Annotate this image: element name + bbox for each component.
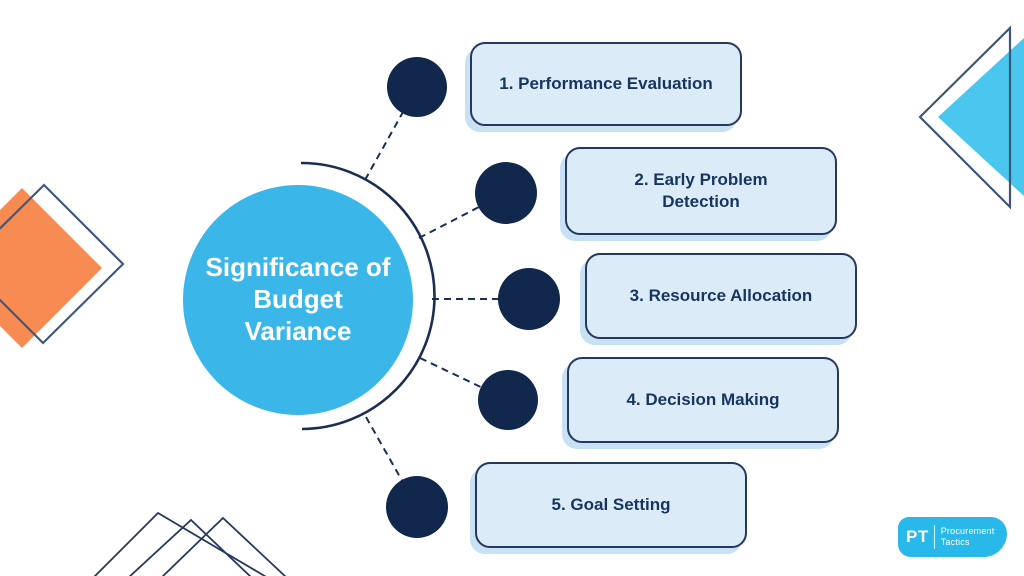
node-dots: [386, 57, 560, 538]
connector-4: [419, 357, 509, 401]
item-label: 2. Early Problem Detection: [634, 169, 768, 211]
item-box-resource-allocation: 3. Resource Allocation: [585, 253, 857, 339]
central-topic: Significance of Budget Variance: [183, 185, 413, 415]
logo-abbr: PT: [906, 527, 929, 546]
item-box-goal-setting: 5. Goal Setting: [475, 462, 747, 548]
connector-2: [418, 192, 507, 239]
logo-divider: [933, 525, 935, 549]
node-dot-4: [478, 370, 538, 430]
overlapping-triangles-icon: [918, 25, 1024, 210]
item-box-performance-evaluation: 1. Performance Evaluation: [470, 42, 742, 126]
item-box-decision-making: 4. Decision Making: [567, 357, 839, 443]
center-arc: [300, 161, 436, 431]
item-label: 4. Decision Making: [626, 389, 780, 409]
item-label: 3. Resource Allocation: [629, 285, 813, 305]
overlapping-diamonds-icon: [0, 183, 125, 348]
node-dot-2: [475, 162, 537, 224]
item-label: 1. Performance Evaluation: [499, 73, 713, 93]
node-dot-1: [387, 57, 447, 117]
item-box-early-problem-detection: 2. Early Problem Detection: [565, 147, 837, 235]
logo-name-line2: Tactics: [940, 537, 970, 547]
central-topic-title: Significance of Budget Variance: [205, 252, 391, 346]
logo-name-line1: Procurement: [940, 525, 995, 536]
logo-name: Procurement Tactics: [941, 526, 995, 549]
node-dot-5: [386, 476, 448, 538]
item-label: 5. Goal Setting: [551, 494, 671, 514]
procurement-tactics-logo: PT Procurement Tactics: [898, 517, 1007, 557]
node-dot-3: [498, 268, 560, 330]
mountain-lines-icon: [93, 511, 287, 576]
